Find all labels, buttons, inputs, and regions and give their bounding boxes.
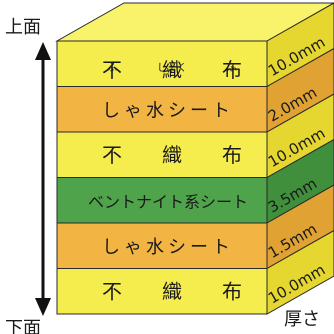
layer-label-2-1: 織: [162, 143, 182, 167]
ruby-fu-1: ふ: [107, 62, 117, 74]
layer-label-2-0: 不: [102, 143, 122, 167]
layer-label-4: しゃ水シート: [102, 237, 234, 258]
layer-side-3: [266, 138, 334, 224]
layer-side-5: [266, 229, 334, 315]
layer-label-2-2: 布: [222, 143, 242, 167]
layer-front-1: [56, 86, 268, 133]
layer-label-0-0: 不: [102, 58, 122, 82]
ruby-shoku: しょく: [157, 62, 187, 74]
layer-label-1: しゃ水シート: [102, 100, 234, 121]
layer-label-5-1: 織: [162, 279, 182, 303]
layer-side-1: [266, 47, 334, 133]
top-label: 上面: [5, 17, 41, 38]
layer-label-3: ベントナイト系シート: [88, 192, 248, 211]
layer-side-0: [266, 2, 334, 88]
layer-label-5-0: 不: [102, 279, 122, 303]
ruby-fu-2: ふ: [227, 62, 237, 74]
thickness-label: 厚さ: [284, 309, 320, 330]
bottom-label: 下面: [5, 318, 41, 334]
layer-side-2: [266, 93, 334, 179]
layer-label-0-1: 織: [162, 58, 182, 82]
layer-front-0: [56, 40, 268, 87]
layer-side-4: [266, 184, 334, 270]
layer-label-5-2: 布: [222, 279, 242, 303]
vertical-arrow-icon: [35, 42, 51, 316]
layer-label-0-2: 布: [222, 58, 242, 82]
layer-front-5: [56, 268, 268, 315]
